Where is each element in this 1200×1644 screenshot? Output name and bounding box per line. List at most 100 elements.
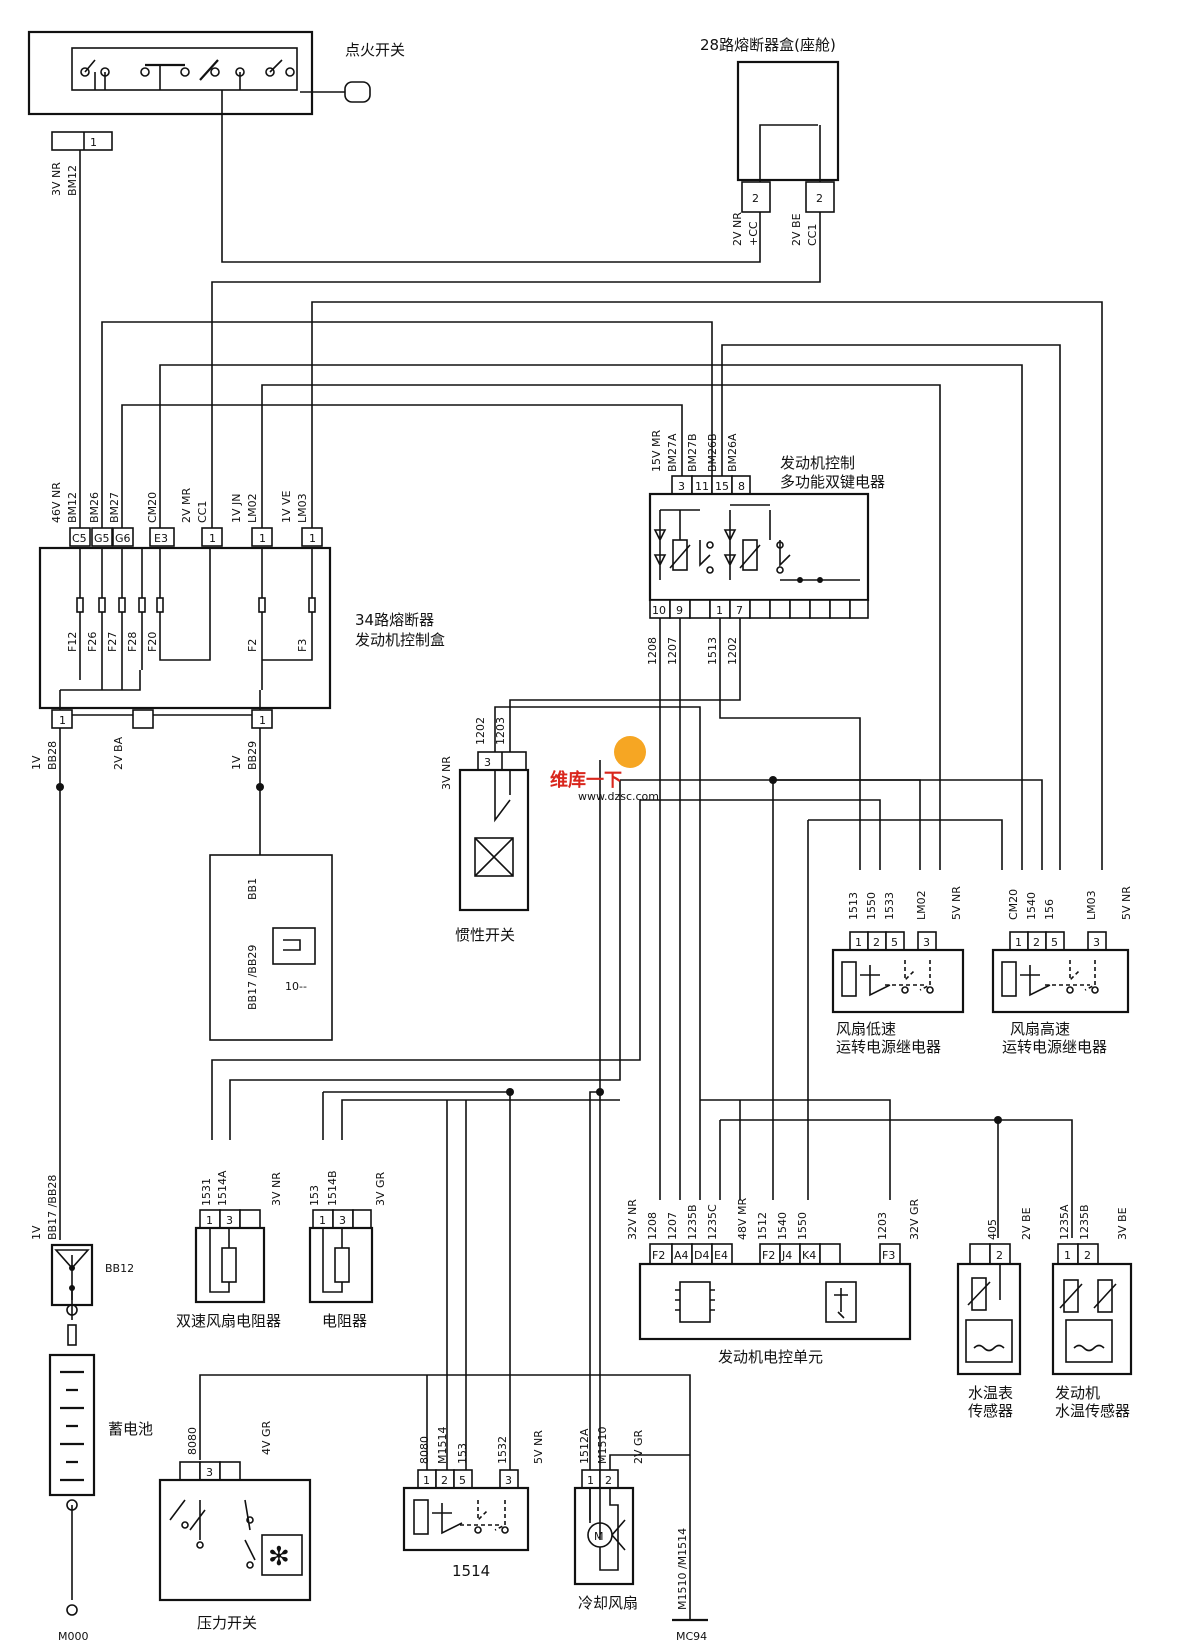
resistor: 1 3 电阻器 bbox=[308, 1209, 374, 1330]
wire-label: 405 bbox=[986, 1219, 999, 1240]
wire-label: 46V NR bbox=[50, 482, 63, 523]
chip-icon bbox=[679, 1281, 711, 1323]
wire-label: 1540 bbox=[776, 1212, 789, 1240]
pin: F2 bbox=[762, 1249, 775, 1262]
wire-label: 4V GR bbox=[260, 1420, 273, 1455]
pin: G5 bbox=[94, 532, 110, 545]
pin: 1 bbox=[716, 604, 723, 617]
wire-label: 1514B bbox=[326, 1170, 339, 1206]
pin: 3 bbox=[505, 1474, 512, 1487]
wire-label: 8080 bbox=[418, 1436, 431, 1464]
wire-label: BB1 bbox=[246, 878, 259, 900]
fuse-label: F20 bbox=[146, 632, 159, 652]
dual-fan-resistor-label: 双速风扇电阻器 bbox=[176, 1312, 281, 1330]
wire-label: 1235B bbox=[686, 1204, 699, 1240]
cooling-fan-label: 冷却风扇 bbox=[578, 1594, 638, 1612]
wire-label: 1202 bbox=[474, 717, 487, 745]
wire-label: 2V BE bbox=[1020, 1207, 1033, 1240]
fan-low-label: 运转电源继电器 bbox=[836, 1038, 941, 1056]
fan-high-label: 运转电源继电器 bbox=[1002, 1038, 1107, 1056]
wire-label: 1532 bbox=[496, 1436, 509, 1464]
cooling-fan: 1 2 M 冷却风扇 bbox=[573, 1469, 638, 1612]
motor-icon: M bbox=[594, 1530, 604, 1543]
pin: 3 bbox=[923, 936, 930, 949]
wire-label: 3V NR bbox=[440, 756, 453, 790]
fuse-label: F26 bbox=[86, 632, 99, 652]
pin: 1 bbox=[59, 714, 66, 727]
fuse-label: F3 bbox=[296, 639, 309, 652]
wire-label: 15V MR bbox=[650, 429, 663, 472]
fuse-label: F28 bbox=[126, 632, 139, 652]
wire-label: BB28 bbox=[46, 741, 59, 770]
ground-label: M000 bbox=[58, 1630, 89, 1643]
engine-ecu: F2 A4 D4 E4 F2 J4 K4 F3 发动机电控单元 bbox=[638, 1243, 912, 1366]
watermark-text: 维库一下 bbox=[550, 769, 622, 791]
wire-label: BM26 bbox=[88, 492, 101, 523]
wire-label: 32V NR bbox=[626, 1199, 639, 1240]
wire-label: 2V NR bbox=[731, 212, 744, 246]
bb12-fuse-block: BB12 bbox=[50, 1243, 134, 1307]
fuse-box-34-label: 发动机控制盒 bbox=[355, 631, 445, 649]
ignition-pin: 1 bbox=[90, 136, 97, 149]
wire-label: 1513 bbox=[706, 637, 719, 665]
wire-label: 1235A bbox=[1058, 1204, 1071, 1240]
pin: 3 bbox=[678, 480, 685, 493]
pin: 10 bbox=[652, 604, 666, 617]
pin: J4 bbox=[781, 1249, 792, 1262]
snowflake-icon: ✻ bbox=[268, 1542, 290, 1572]
wire-label: BB29 bbox=[246, 741, 259, 770]
pin: 5 bbox=[1051, 936, 1058, 949]
pin: F3 bbox=[882, 1249, 895, 1262]
wire-label: 3V GR bbox=[374, 1171, 387, 1206]
ecu-label: 发动机电控单元 bbox=[718, 1348, 823, 1366]
relay-label: 发动机控制 bbox=[780, 454, 855, 472]
pin: 3 bbox=[484, 756, 491, 769]
pin: K4 bbox=[802, 1249, 816, 1262]
water-temp-label: 水温表 bbox=[968, 1384, 1013, 1402]
pin: 8 bbox=[738, 480, 745, 493]
pin: 1 bbox=[259, 532, 266, 545]
pin: 2 bbox=[1033, 936, 1040, 949]
wire-label: 5V NR bbox=[950, 886, 963, 920]
engine-temp-label: 发动机 bbox=[1055, 1384, 1100, 1402]
wire-label: 3V NR bbox=[270, 1172, 283, 1206]
ignition-switch-label: 点火开关 bbox=[345, 41, 405, 59]
wire-label: 1203 bbox=[494, 717, 507, 745]
wire-label: 1512 bbox=[756, 1212, 769, 1240]
fuse-label: F27 bbox=[106, 632, 119, 652]
wire-label: 1235B bbox=[1078, 1204, 1091, 1240]
wire-label: BM12 bbox=[66, 165, 79, 196]
battery: 蓄电池 bbox=[48, 1353, 153, 1497]
fb28-pin-a: 2 bbox=[752, 192, 759, 205]
wire-label: 2V BA bbox=[112, 736, 125, 770]
connector-label: 10-- bbox=[285, 980, 307, 993]
pin: 1 bbox=[855, 936, 862, 949]
wire-label: BM27A bbox=[666, 433, 679, 472]
ignition-switch: 点火开关 bbox=[27, 30, 405, 116]
wire-label: 5V NR bbox=[532, 1430, 545, 1464]
engine-water-temp-sensor: 1 2 发动机 水温传感器 bbox=[1051, 1243, 1133, 1420]
pin: A4 bbox=[674, 1249, 689, 1262]
inertia-switch: 3 惯性开关 bbox=[455, 751, 530, 944]
wire-label: BB17 /BB29 bbox=[246, 945, 259, 1010]
water-temp-label: 传感器 bbox=[968, 1402, 1013, 1420]
fan-low-relay: 1 2 5 3 风扇低速 运转电源继电器 bbox=[831, 931, 965, 1056]
wire-label: 1208 bbox=[646, 637, 659, 665]
bb12-label: BB12 bbox=[105, 1262, 134, 1275]
pin: 1 bbox=[1064, 1249, 1071, 1262]
wire-label: M1514 bbox=[436, 1427, 449, 1465]
fan-high-label: 风扇高速 bbox=[1010, 1020, 1070, 1038]
water-temp-gauge-sensor: 2 水温表 传感器 bbox=[956, 1243, 1022, 1420]
pin: 1 bbox=[209, 532, 216, 545]
pin: 2 bbox=[1084, 1249, 1091, 1262]
wire-label: 1203 bbox=[876, 1212, 889, 1240]
pin: E4 bbox=[714, 1249, 728, 1262]
inline-fuse bbox=[67, 1324, 77, 1346]
pin: E3 bbox=[154, 532, 168, 545]
pin: 1 bbox=[423, 1474, 430, 1487]
pin: 15 bbox=[715, 480, 729, 493]
wire-label: CC1 bbox=[806, 224, 819, 246]
pin: 1 bbox=[259, 714, 266, 727]
wire-label: 1V JN bbox=[230, 494, 243, 524]
